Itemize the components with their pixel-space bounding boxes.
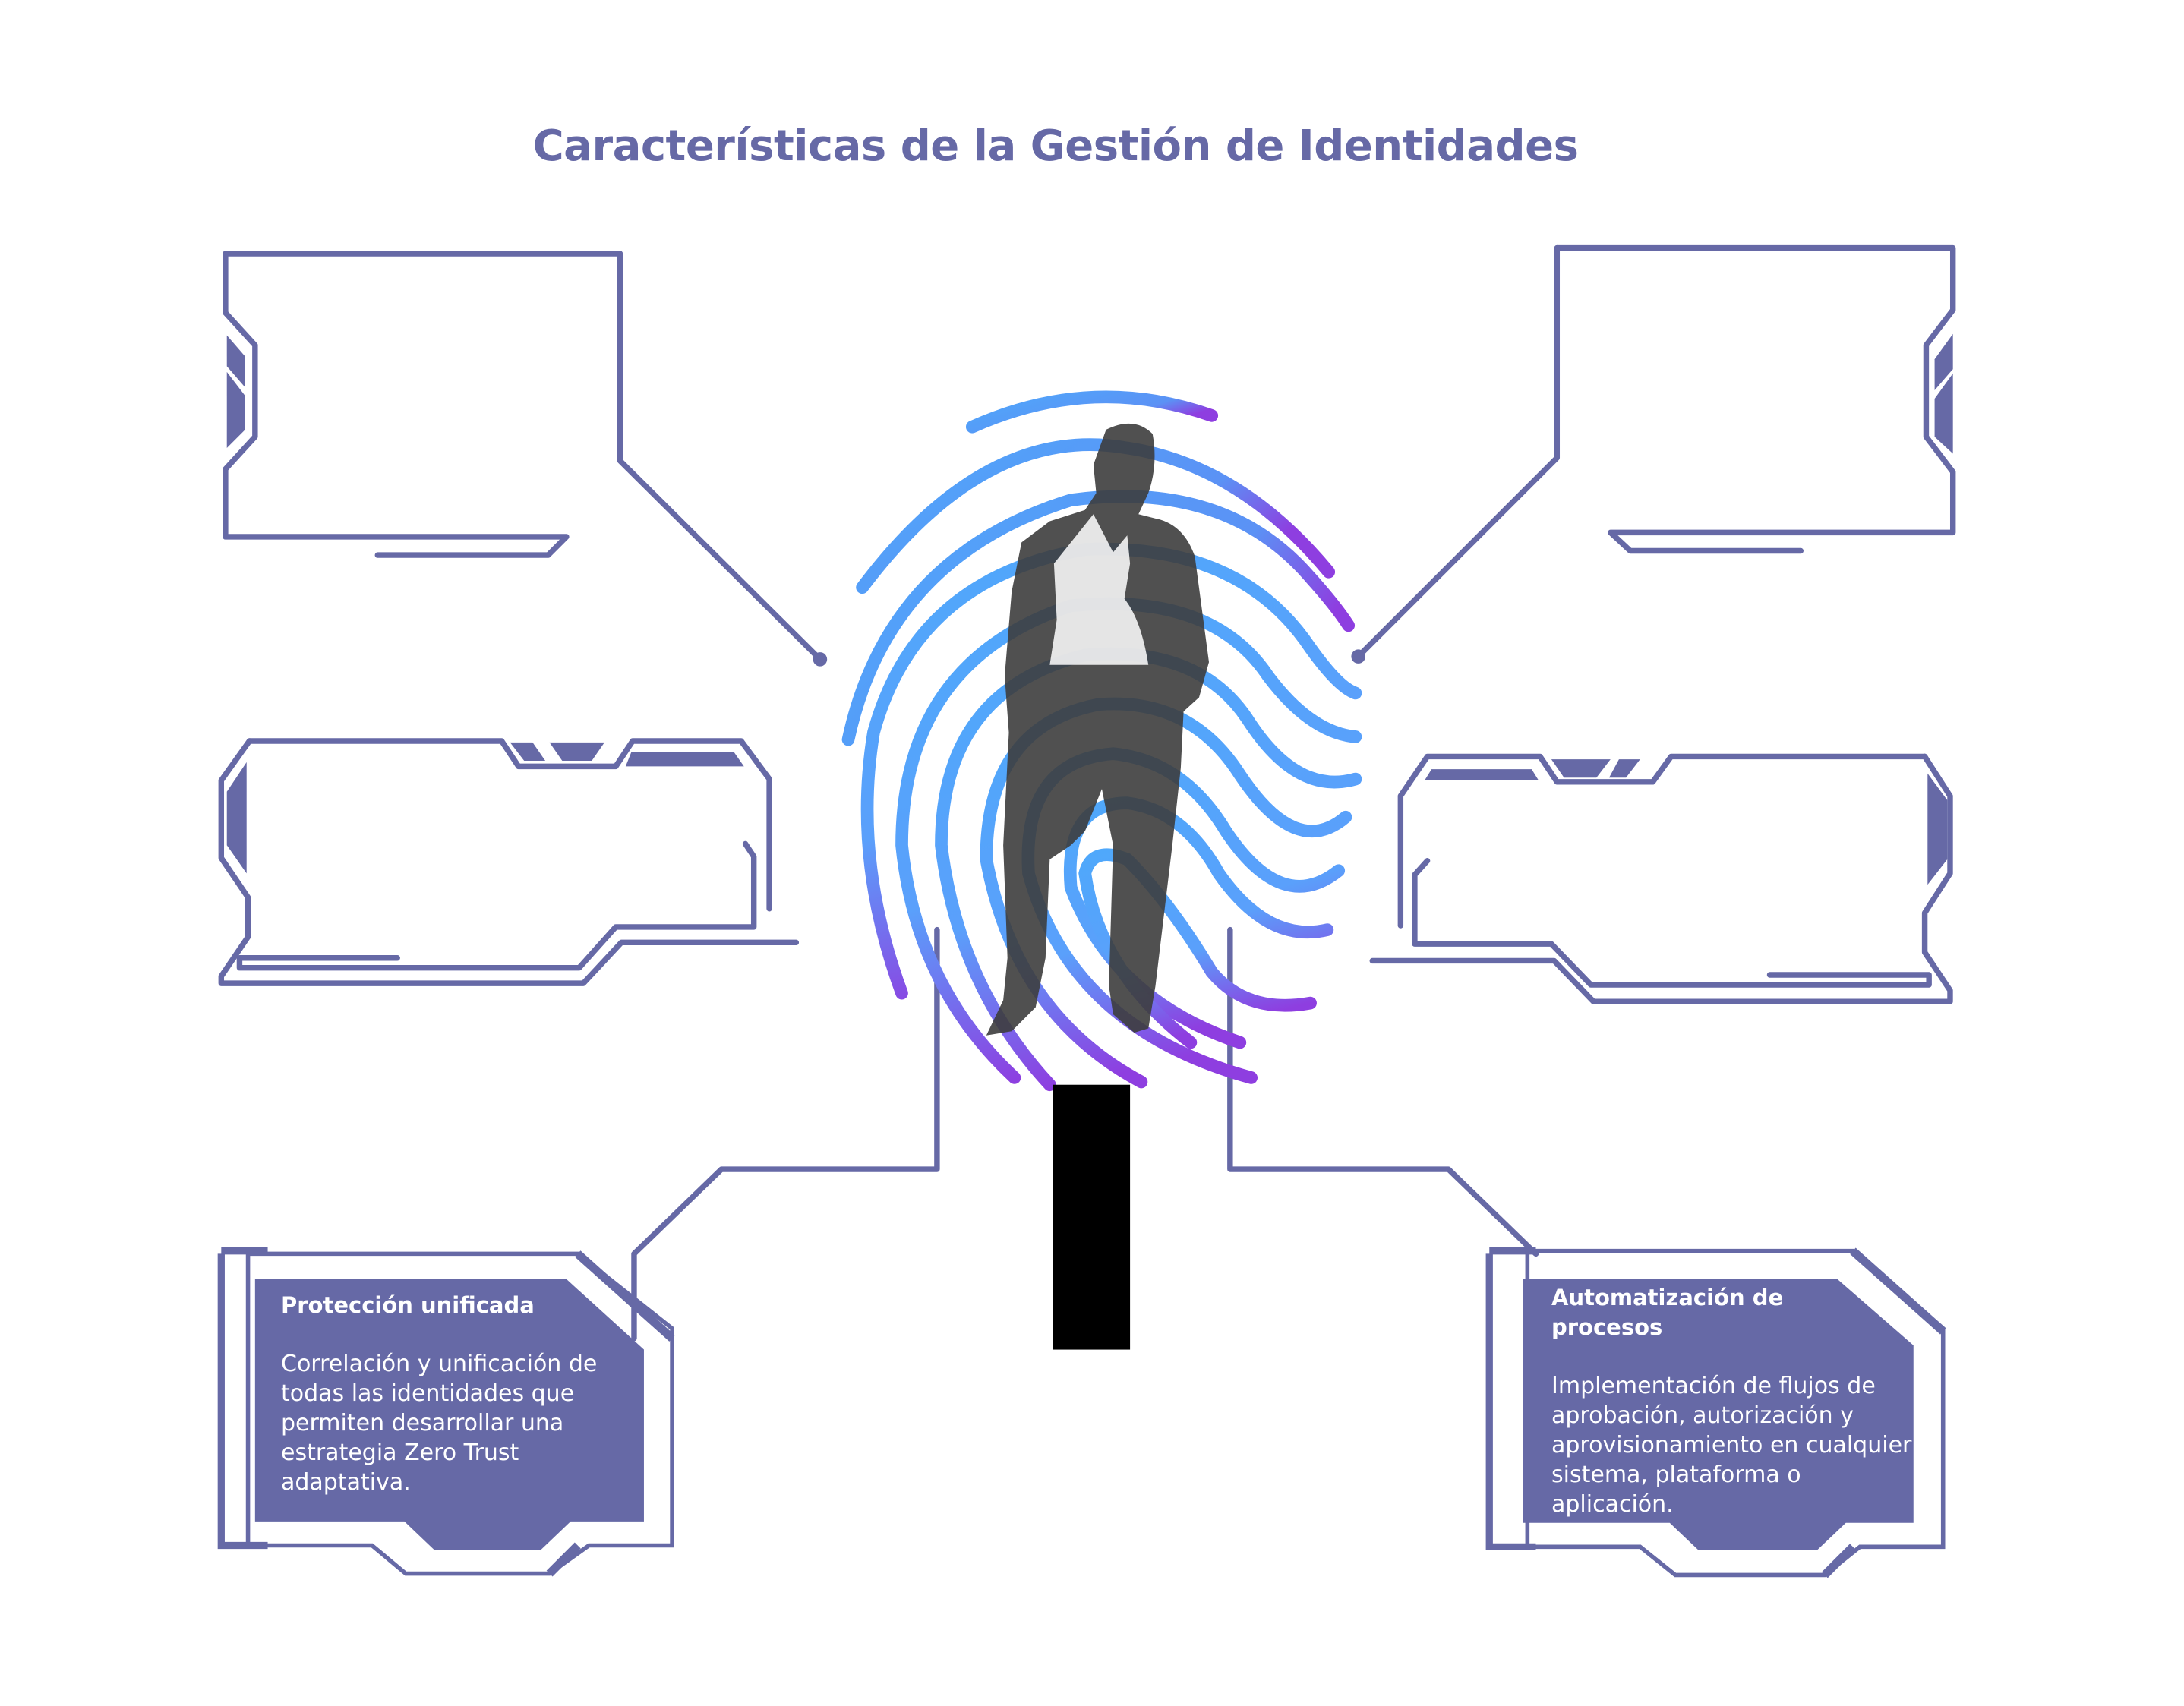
connector-bottom-left <box>631 926 940 1342</box>
frame-bottom-left <box>217 1247 675 1577</box>
frame-bottom-right <box>1485 1247 1946 1578</box>
card-body: Correlación y unificación de todas las i… <box>281 1351 598 1496</box>
businessman-silhouette-icon <box>986 423 1210 1036</box>
card-protection: Protección unificada Correlación y unifi… <box>281 1291 638 1497</box>
page-title: Características de la Gestión de Identid… <box>532 121 1579 171</box>
card-body: Implementación de flujos de aprobación, … <box>1551 1373 1912 1518</box>
connector-dot <box>813 652 828 667</box>
card-bottom-left-bg <box>254 1279 644 1550</box>
connector-bottom-right <box>1227 926 1539 1257</box>
frame-top-right <box>1351 244 1956 664</box>
card-title: Automatización de procesos <box>1551 1285 1784 1340</box>
card-title: Protección unificada <box>281 1292 535 1318</box>
connector-dot <box>1351 649 1365 664</box>
shirt-highlight <box>1049 514 1149 665</box>
frame-middle-right <box>1369 753 1953 1004</box>
black-bar <box>1053 1084 1131 1350</box>
frame-middle-left <box>218 738 800 986</box>
frame-top-left <box>223 251 828 667</box>
card-bottom-right-bg <box>1523 1279 1914 1550</box>
card-automation: Automatización de procesos Implementació… <box>1551 1283 1916 1519</box>
